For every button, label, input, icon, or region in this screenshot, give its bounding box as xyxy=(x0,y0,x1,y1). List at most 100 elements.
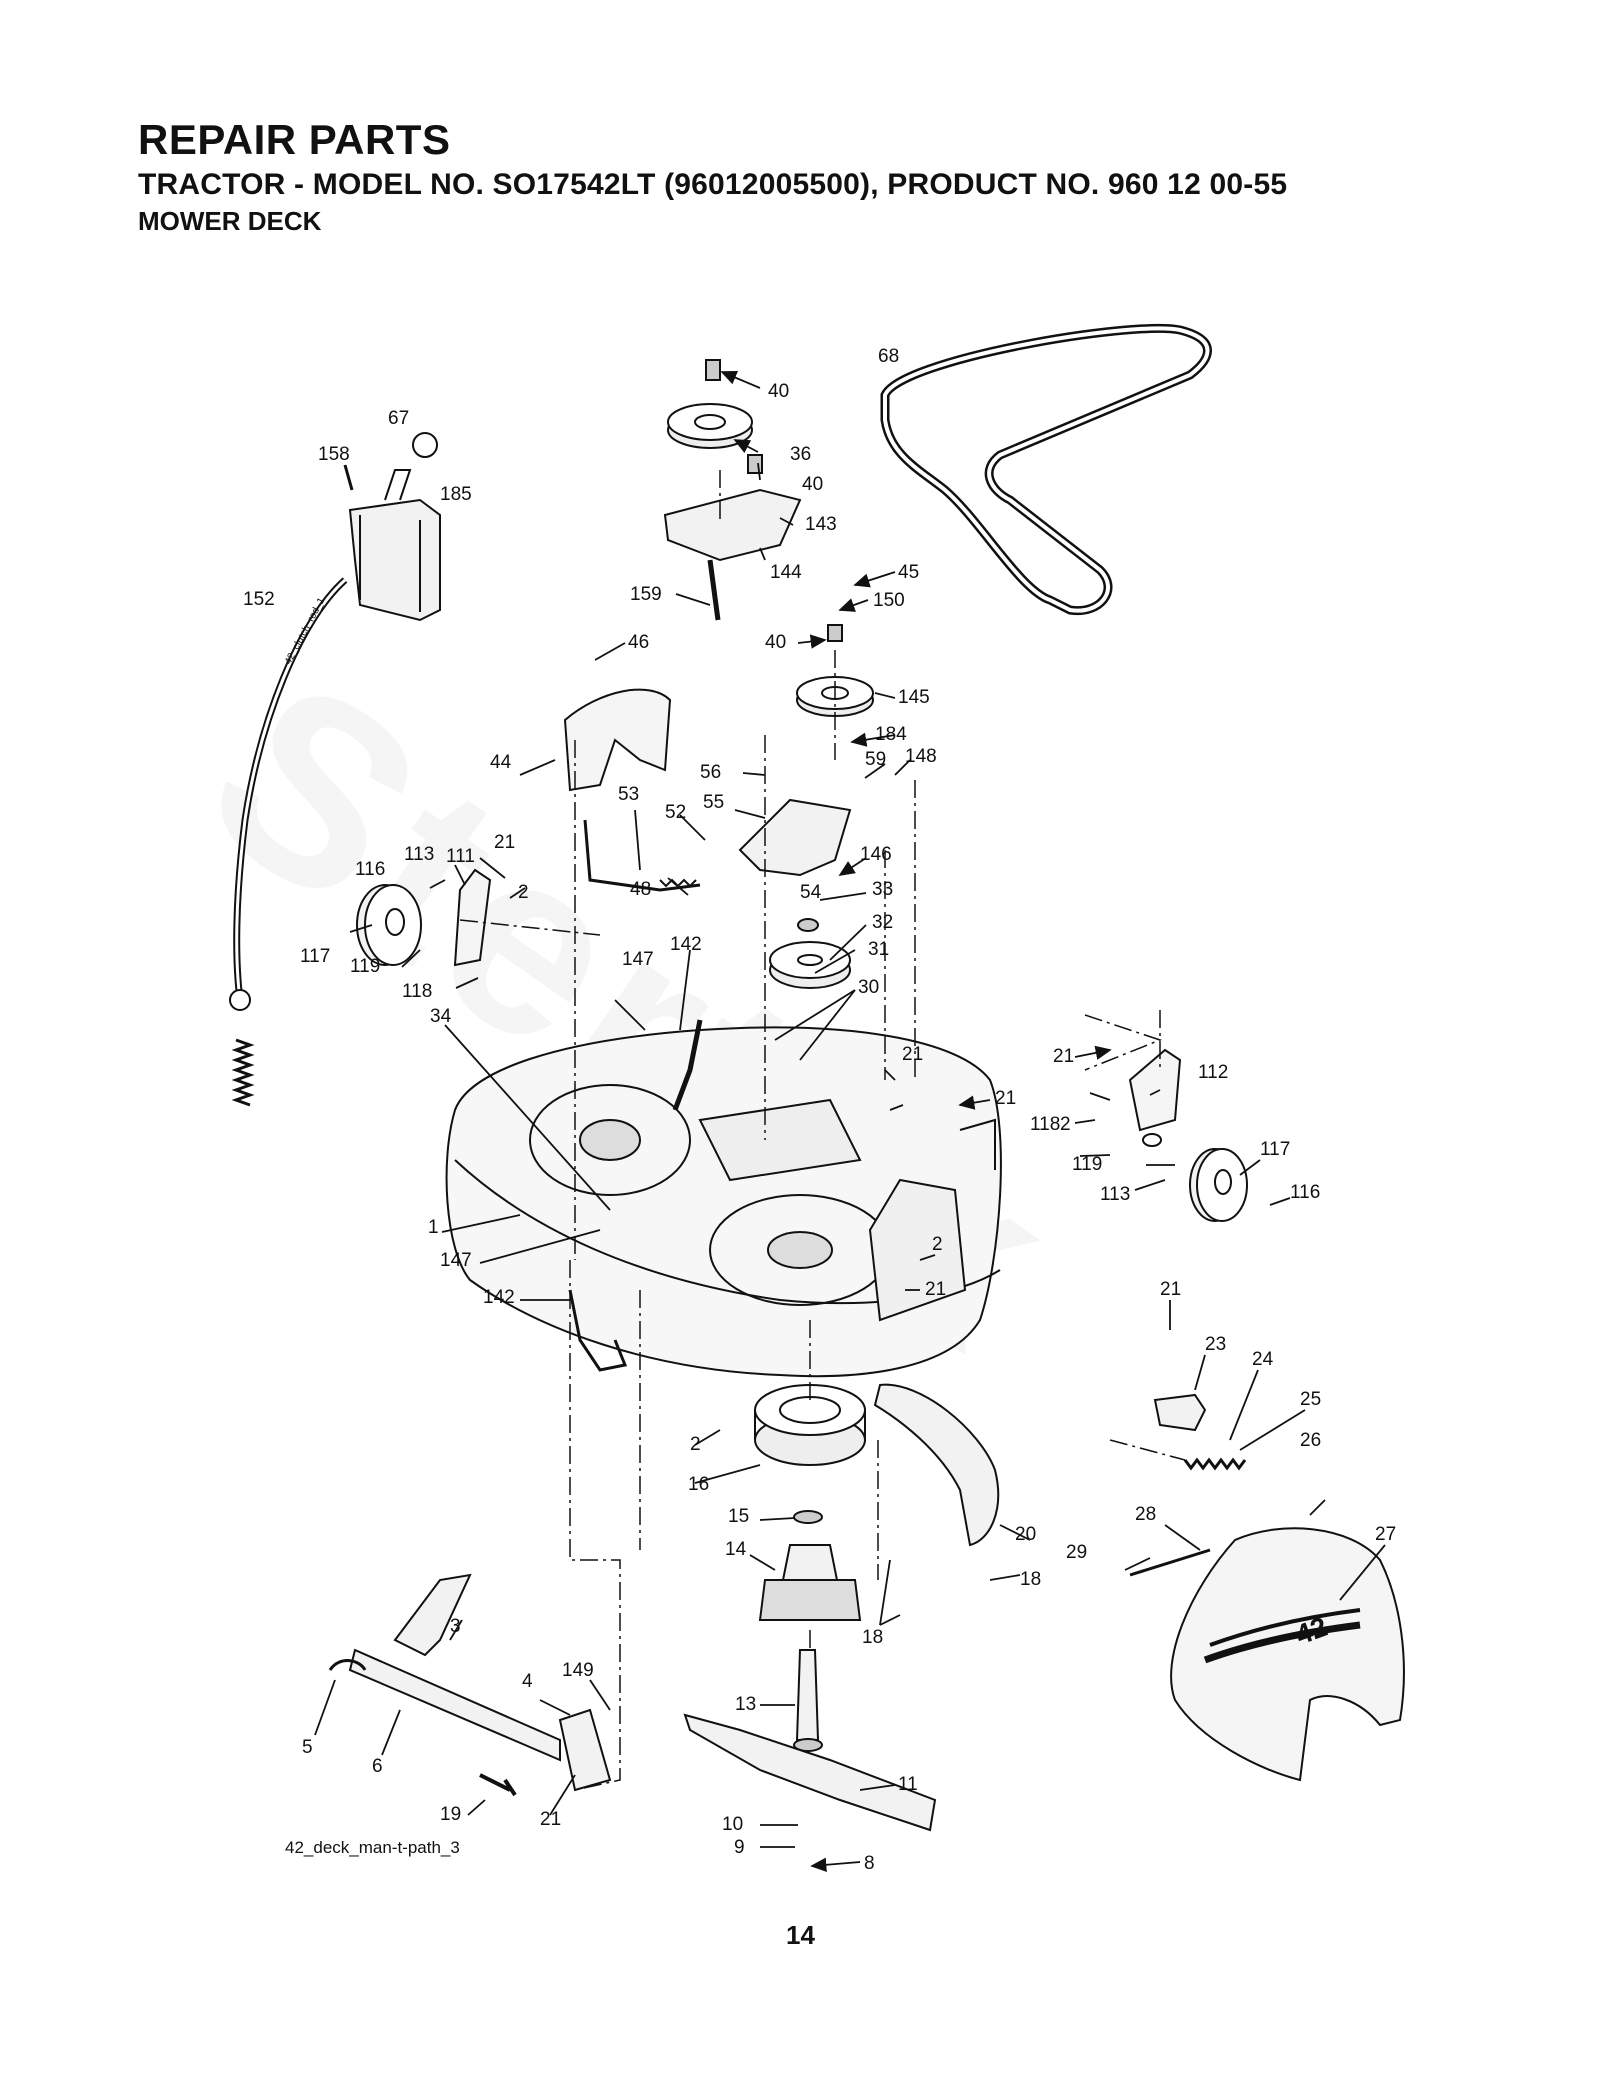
part-label: 33 xyxy=(872,879,893,900)
part-label: 68 xyxy=(878,346,899,367)
front-link-6 xyxy=(348,1648,561,1762)
part-label: 142 xyxy=(483,1287,515,1308)
part-label: 18 xyxy=(862,1627,883,1648)
part-label: 21 xyxy=(1160,1279,1181,1300)
part-label: 146 xyxy=(860,844,892,865)
part-label: 1 xyxy=(428,1217,439,1238)
part-label: 2 xyxy=(932,1234,943,1255)
part-label: 111 xyxy=(446,846,475,867)
part-label: 116 xyxy=(355,859,385,880)
part-label: 29 xyxy=(1066,1542,1087,1563)
cable-spring xyxy=(231,1038,255,1107)
part-label: 159 xyxy=(630,584,662,605)
part-label: 118 xyxy=(402,981,432,1002)
part-label: 48 xyxy=(630,879,651,900)
part-label: 44 xyxy=(490,752,512,773)
discharge-chute-27 xyxy=(1170,1527,1405,1782)
gauge-wheel-right-117 xyxy=(1128,1048,1248,1222)
part-label: 32 xyxy=(872,912,893,933)
part-label: 40 xyxy=(765,632,786,653)
part-label: 31 xyxy=(868,939,889,960)
part-label: 152 xyxy=(243,589,275,610)
rod-29 xyxy=(1129,1548,1211,1577)
part-label: 5 xyxy=(302,1737,313,1758)
page-title: REPAIR PARTS xyxy=(138,116,451,163)
part-label: 8 xyxy=(864,1853,875,1874)
part-label: 118 xyxy=(1030,1114,1060,1135)
idler-arm-55 xyxy=(738,798,852,877)
part-label: 116 xyxy=(1290,1182,1320,1203)
part-label: 13 xyxy=(735,1694,756,1715)
spindle-pulley-32 xyxy=(769,941,851,989)
drawing-filename: 42_deck_man-t-path_3 xyxy=(285,1838,460,1857)
part-label: 53 xyxy=(618,784,639,805)
part-label: 11 xyxy=(898,1774,918,1795)
page-number: 14 xyxy=(786,1920,815,1950)
mower-blade-11 xyxy=(683,1713,937,1832)
part-label: 16 xyxy=(688,1474,709,1495)
part-label: 3 xyxy=(450,1616,461,1637)
part-label: 59 xyxy=(865,749,886,770)
part-label: 143 xyxy=(805,514,837,535)
part-label: 55 xyxy=(703,792,724,813)
section-title: MOWER DECK xyxy=(138,206,322,236)
part-label: 147 xyxy=(622,949,654,970)
idler-bracket-143 xyxy=(663,488,802,562)
part-label: 21 xyxy=(925,1279,946,1300)
part-label: 119 xyxy=(350,956,380,977)
part-label: 2 xyxy=(1060,1114,1071,1135)
part-label: 150 xyxy=(873,590,905,611)
part-label: 113 xyxy=(1100,1184,1130,1205)
part-label: 184 xyxy=(875,724,907,745)
part-label: 54 xyxy=(800,882,822,903)
part-label: 185 xyxy=(440,484,472,505)
leader-lines xyxy=(314,370,1386,1872)
part-label: 2 xyxy=(690,1434,701,1455)
spindle-shaft-13 xyxy=(795,1649,820,1741)
gauge-wheel-left-117 xyxy=(356,868,492,967)
part-label: 24 xyxy=(1252,1349,1274,1370)
bolt-19 xyxy=(479,1773,517,1797)
part-label: 145 xyxy=(898,687,930,708)
part-label: 21 xyxy=(902,1044,923,1065)
part-label: 117 xyxy=(1260,1139,1290,1160)
parts-drawing xyxy=(229,323,1405,1832)
part-label: 18 xyxy=(1020,1569,1041,1590)
part-label: 9 xyxy=(734,1837,745,1858)
part-label: 27 xyxy=(1375,1524,1396,1545)
deck-housing-1 xyxy=(445,1026,1002,1378)
part-label: 112 xyxy=(1198,1062,1228,1083)
part-label: 6 xyxy=(372,1756,383,1777)
part-number-labels: 40 68 67 36 158 40 185 143 144 152 45 15… xyxy=(243,346,1396,1874)
part-label: 119 xyxy=(1072,1154,1102,1175)
part-label: 52 xyxy=(665,802,686,823)
hinge-bracket-23 xyxy=(1153,1393,1207,1432)
part-label: 147 xyxy=(440,1250,472,1271)
part-label: 15 xyxy=(728,1506,749,1527)
part-label: 142 xyxy=(670,934,702,955)
part-label: 148 xyxy=(905,746,937,767)
part-label: 10 xyxy=(722,1814,743,1835)
part-label: 21 xyxy=(540,1809,561,1830)
hairpin-5 xyxy=(328,1659,367,1671)
belt-guard-44 xyxy=(563,688,672,792)
part-label: 23 xyxy=(1205,1334,1226,1355)
part-label: 21 xyxy=(1053,1046,1074,1067)
spring-25 xyxy=(1183,1457,1247,1471)
part-label: 30 xyxy=(858,977,879,998)
front-hanger-142 xyxy=(568,1289,628,1372)
alignment-lines xyxy=(459,470,1186,1791)
lever-bracket-185 xyxy=(343,432,441,622)
part-label: 34 xyxy=(430,1006,452,1027)
cable-152 xyxy=(233,577,348,1001)
idler-pulley-36 xyxy=(667,403,753,449)
part-label: 4 xyxy=(522,1671,533,1692)
part-label: 40 xyxy=(768,381,789,402)
part-label: 21 xyxy=(995,1088,1016,1109)
part-label: 2 xyxy=(518,882,529,903)
part-label: 56 xyxy=(700,762,721,783)
part-label: 36 xyxy=(790,444,811,465)
part-label: 45 xyxy=(898,562,919,583)
part-label: 149 xyxy=(562,1660,594,1681)
